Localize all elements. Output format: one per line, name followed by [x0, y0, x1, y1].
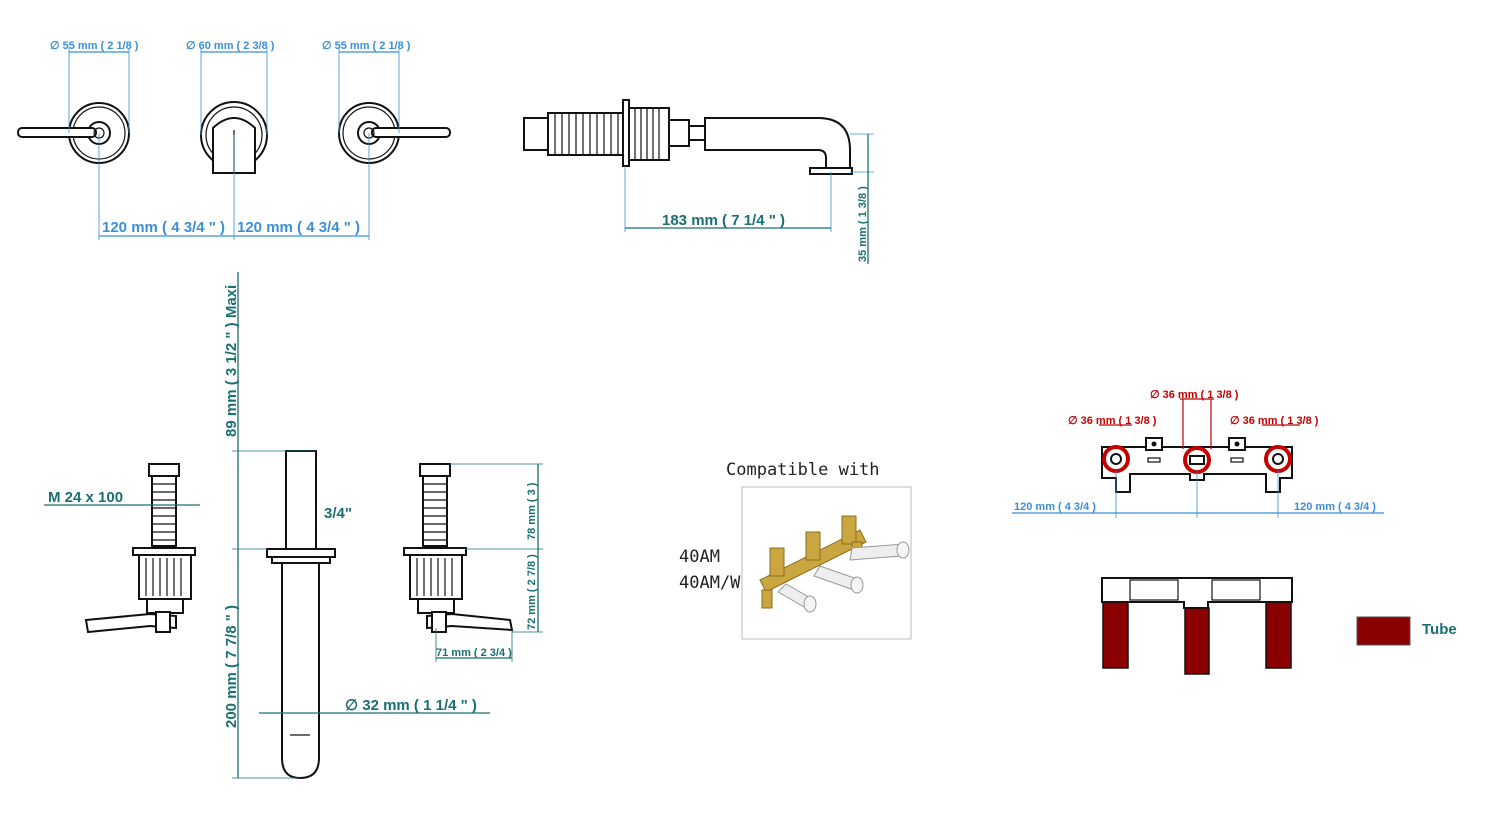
legend: Tube: [1356, 616, 1457, 646]
legend-tube-swatch: [1356, 616, 1411, 646]
section-view: 3/4": [44, 272, 543, 780]
legend-tube-label: Tube: [1422, 621, 1457, 638]
rough-in-valve-image: [759, 515, 910, 613]
tube-center: [1184, 607, 1210, 675]
dim-spacing-left: 120 mm ( 4 3/4 " ): [102, 219, 225, 236]
dim-rough-spacing-right: 120 mm ( 4 3/4 ): [1294, 501, 1376, 513]
right-valve-section: [403, 463, 514, 633]
dim-spout-diameter: ∅ 32 mm ( 1 1/4 " ): [345, 697, 477, 714]
dim-rough-spacing-left: 120 mm ( 4 3/4 ): [1014, 501, 1096, 513]
label-connection: 3/4": [324, 505, 352, 522]
compatible-image-frame: [741, 486, 912, 640]
dim-rough-left-diameter: ∅ 36 mm ( 1 3/8 ): [1068, 415, 1157, 427]
dim-valve-lower: 72 mm ( 2 7/8 ): [526, 554, 538, 630]
dim-left-diameter: ∅ 55 mm ( 2 1/8 ): [50, 40, 139, 52]
tube-left: [1102, 601, 1129, 669]
top-view: ∅ 55 mm ( 2 1/8 ) ∅ 60 mm ( 2 3/8 ) ∅ 55…: [17, 40, 451, 240]
compatible-model-2: 40AM/W: [679, 573, 741, 593]
dim-spacing-right: 120 mm ( 4 3/4 " ): [237, 219, 360, 236]
dim-max-depth: 89 mm ( 3 1/2 " ) Maxi: [223, 285, 240, 437]
dim-center-diameter: ∅ 60 mm ( 2 3/8 ): [186, 40, 275, 52]
dim-valve-upper: 78 mm ( 3 ): [526, 482, 538, 540]
compatible-section: Compatible with 40AM 40AM/W: [679, 460, 912, 640]
dim-spout-height: 35 mm ( 1 3/8 ): [857, 186, 869, 262]
dim-rough-center-diameter: ∅ 36 mm ( 1 3/8 ): [1150, 389, 1239, 401]
side-view: 183 mm ( 7 1/4 " ) 35 mm ( 1 3/8 ): [523, 99, 874, 264]
dim-thread: M 24 x 100: [48, 489, 123, 506]
dim-right-diameter: ∅ 55 mm ( 2 1/8 ): [322, 40, 411, 52]
dim-rough-right-diameter: ∅ 36 mm ( 1 3/8 ): [1230, 415, 1319, 427]
dim-spout-length-vertical: 200 mm ( 7 7/8 " ): [223, 605, 240, 728]
side-ribbed-cartridge: [547, 112, 625, 156]
dim-spout-length: 183 mm ( 7 1/4 " ): [662, 212, 785, 229]
dim-valve-width: 71 mm ( 2 3/4 ): [436, 647, 512, 659]
compatible-model-1: 40AM: [679, 547, 720, 567]
compatible-title: Compatible with: [726, 460, 880, 480]
rough-in-front: [1101, 577, 1293, 675]
left-handle-plate: [17, 102, 130, 164]
spout-section: 3/4": [266, 450, 352, 780]
right-handle-plate: [338, 102, 451, 164]
left-valve-section: [84, 463, 196, 634]
rough-in-top: ∅ 36 mm ( 1 3/8 ) ∅ 36 mm ( 1 3/8 ) ∅ 36…: [1012, 389, 1384, 518]
tube-right: [1265, 601, 1292, 669]
